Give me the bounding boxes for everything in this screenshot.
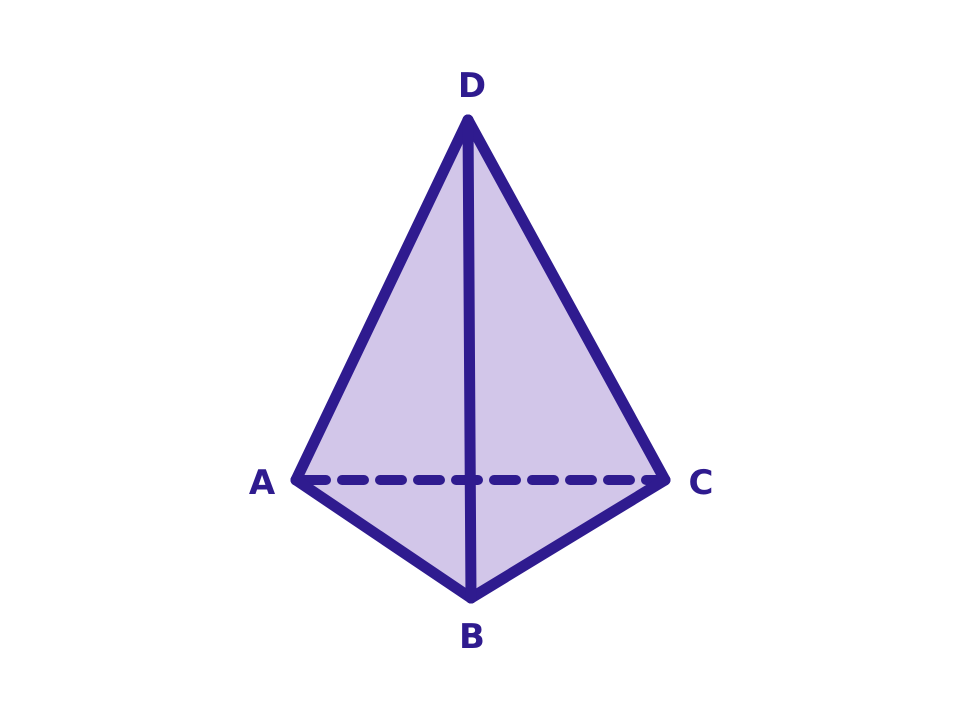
edge-ad [290, 114, 474, 486]
face-abd [296, 120, 471, 598]
vertex-label-b: B [459, 617, 485, 657]
edge-bd [462, 114, 477, 604]
edge-ab [290, 474, 477, 604]
vertex-label-c: C [689, 463, 714, 503]
edge-cd [462, 114, 671, 486]
vertex-label-d: D [458, 66, 486, 106]
edge-bc [465, 474, 671, 604]
face-bcd [468, 120, 665, 598]
vertex-label-a: A [249, 463, 276, 503]
